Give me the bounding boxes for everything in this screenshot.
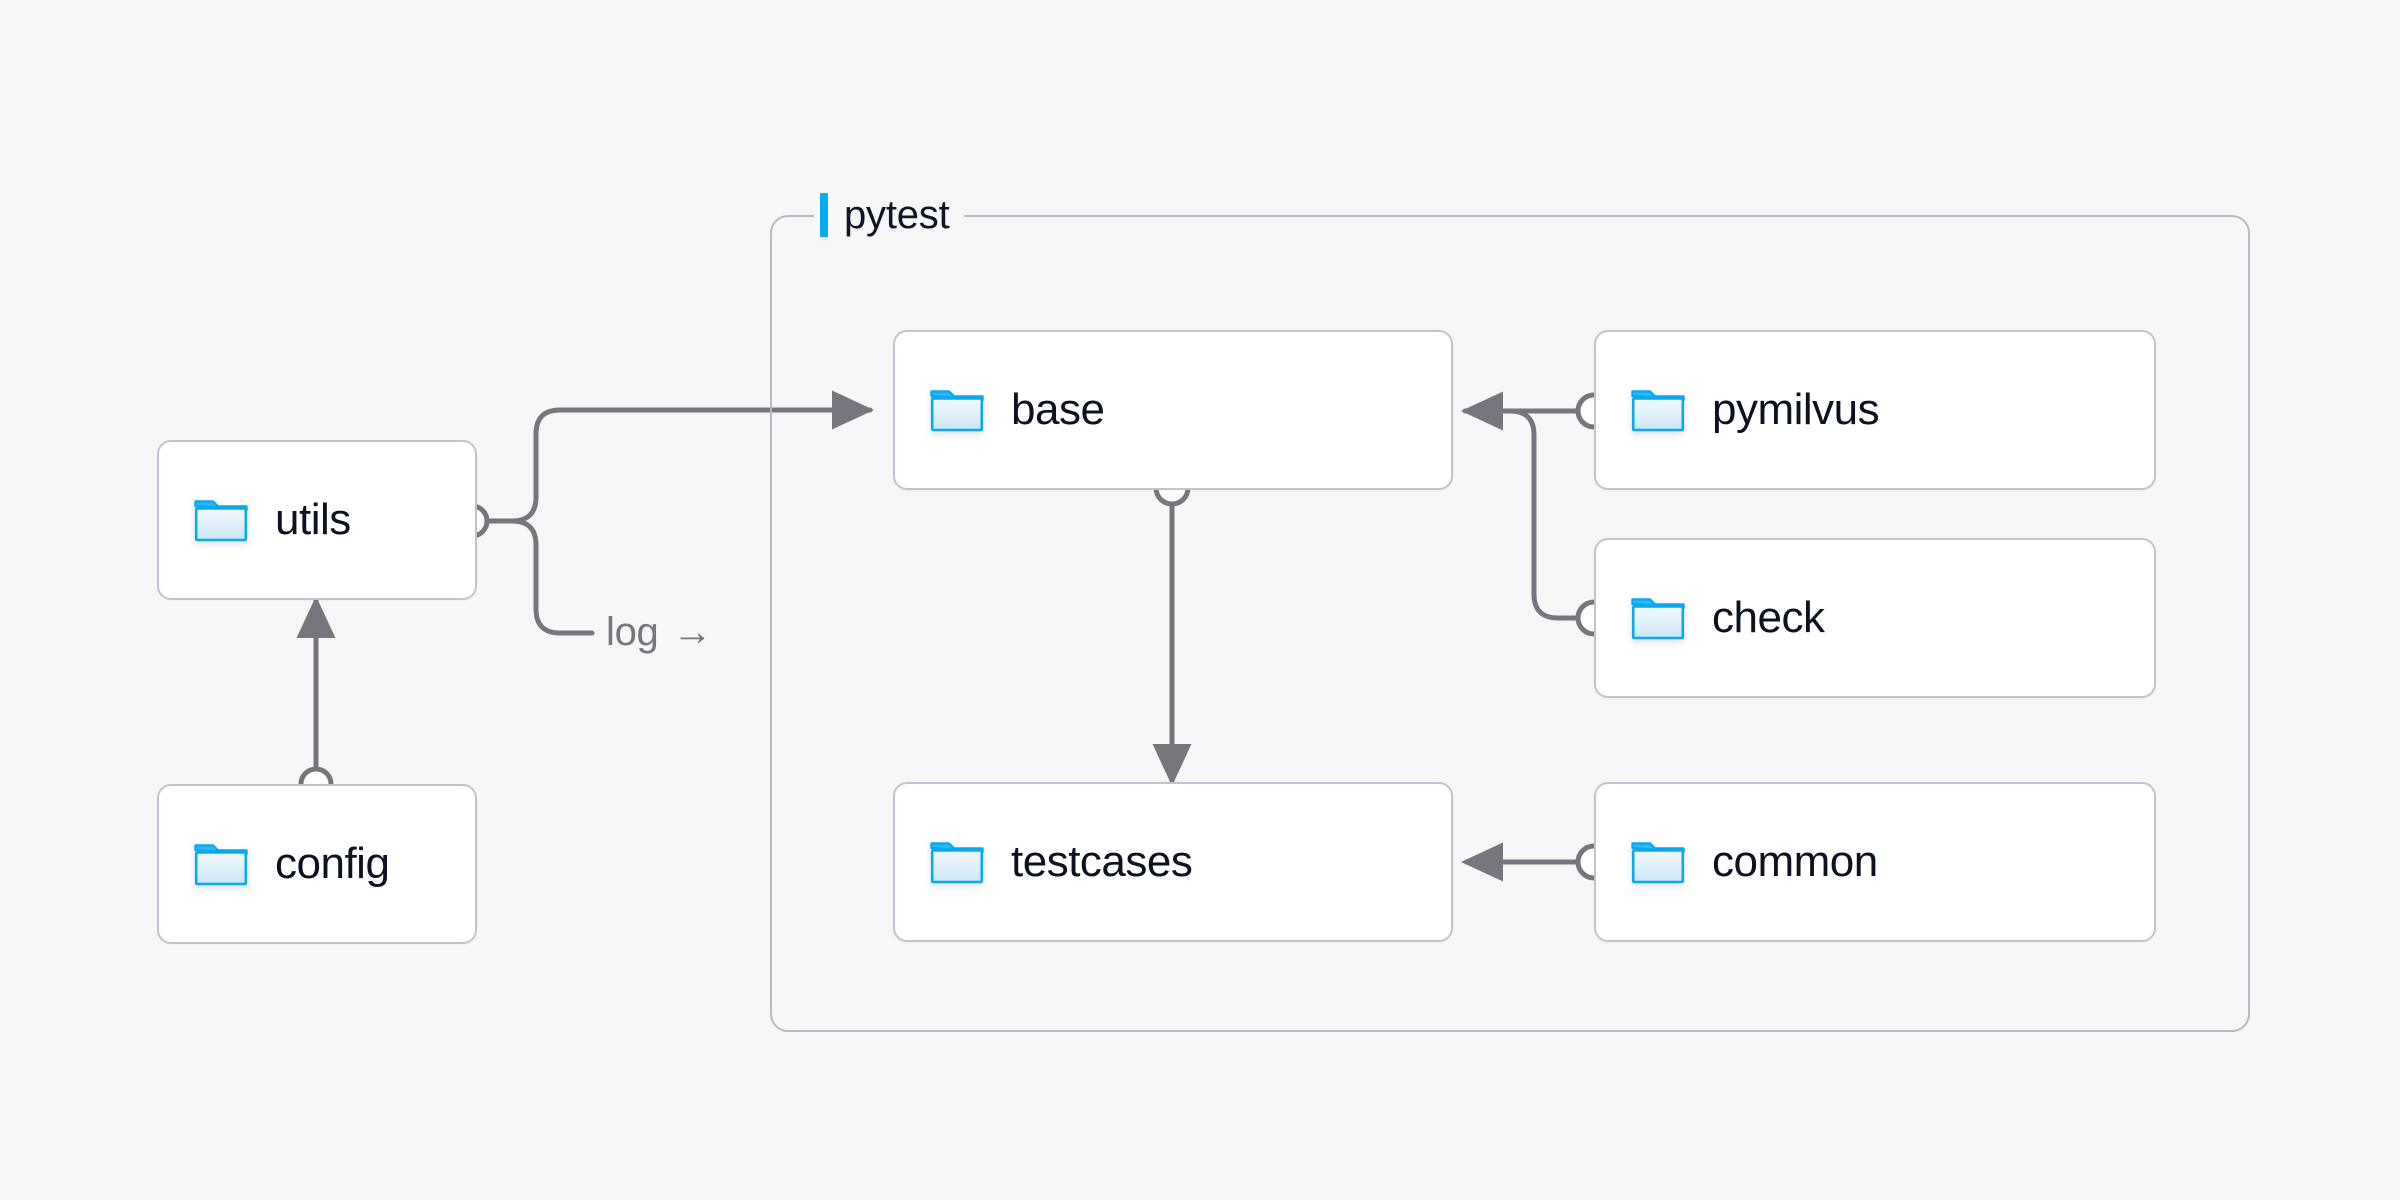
node-check-label: check bbox=[1712, 593, 1825, 642]
group-label-text: pytest bbox=[844, 193, 950, 237]
node-check[interactable]: check bbox=[1594, 538, 2156, 698]
folder-icon bbox=[1631, 390, 1685, 432]
folder-icon bbox=[194, 844, 248, 886]
node-base[interactable]: base bbox=[893, 330, 1453, 490]
node-base-label: base bbox=[1011, 385, 1105, 434]
node-utils[interactable]: utils bbox=[157, 440, 477, 600]
group-label-pytest: pytest bbox=[814, 191, 964, 239]
folder-icon bbox=[1631, 842, 1685, 884]
node-config-label: config bbox=[275, 839, 390, 888]
folder-icon bbox=[930, 390, 984, 432]
node-utils-content: utils bbox=[159, 497, 351, 543]
folder-icon bbox=[1631, 598, 1685, 640]
folder-icon bbox=[930, 842, 984, 884]
node-common[interactable]: common bbox=[1594, 782, 2156, 942]
node-pymilvus-content: pymilvus bbox=[1596, 385, 1880, 434]
group-accent-bar-icon bbox=[820, 193, 828, 237]
node-testcases-content: testcases bbox=[895, 837, 1193, 886]
edge-label-log: log → bbox=[606, 612, 712, 652]
node-common-content: common bbox=[1596, 839, 1878, 885]
node-pymilvus[interactable]: pymilvus bbox=[1594, 330, 2156, 490]
node-pymilvus-label: pymilvus bbox=[1712, 385, 1880, 434]
node-config-content: config bbox=[159, 839, 390, 888]
node-check-content: check bbox=[1596, 593, 1825, 642]
node-utils-label: utils bbox=[275, 495, 351, 544]
node-base-content: base bbox=[895, 385, 1105, 434]
node-config[interactable]: config bbox=[157, 784, 477, 944]
node-testcases[interactable]: testcases bbox=[893, 782, 1453, 942]
group-container-pytest bbox=[770, 215, 2250, 1032]
folder-icon bbox=[194, 500, 248, 542]
node-common-label: common bbox=[1712, 837, 1878, 886]
edge-utils-log-branch bbox=[509, 518, 595, 636]
edge-label-log-text: log bbox=[606, 610, 659, 654]
edge-config-to-utils bbox=[296, 595, 336, 802]
node-testcases-label: testcases bbox=[1011, 837, 1193, 886]
arrow-right-icon: → bbox=[672, 610, 713, 654]
